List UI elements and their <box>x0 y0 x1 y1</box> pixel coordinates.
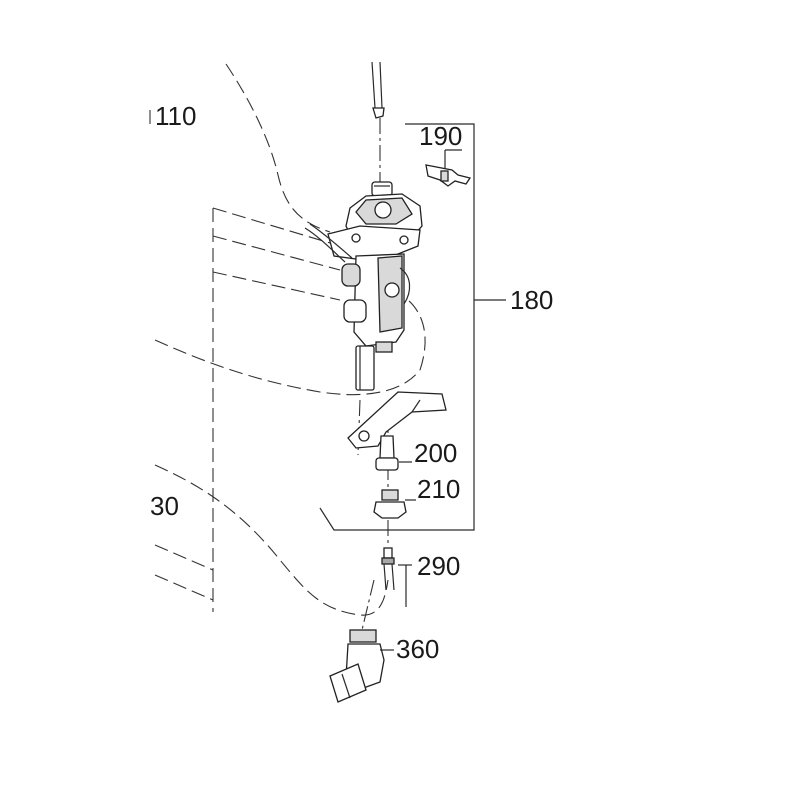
bolt-part-200 <box>375 435 412 471</box>
callout-180: 180 <box>510 285 553 315</box>
callout-labels: 110 190 180 200 210 30 290 360 <box>150 101 553 664</box>
callout-210: 210 <box>417 474 460 504</box>
clip-part-190 <box>425 149 472 187</box>
callout-190: 190 <box>419 121 462 151</box>
nut-part-210 <box>373 489 416 519</box>
thermocouple-wire <box>371 61 385 119</box>
group-bracket-180 <box>319 123 506 531</box>
callout-360: 360 <box>396 634 439 664</box>
housing-outline <box>149 63 426 616</box>
callout-110: 110 <box>155 101 196 131</box>
gas-valve-part-180 <box>304 181 423 391</box>
elbow-fitting-part-360 <box>329 629 394 703</box>
callout-200: 200 <box>414 438 457 468</box>
mounting-bracket <box>347 391 447 449</box>
injector-part-290 <box>381 547 412 607</box>
callout-290: 290 <box>417 551 460 581</box>
callout-30: 30 <box>150 491 179 521</box>
